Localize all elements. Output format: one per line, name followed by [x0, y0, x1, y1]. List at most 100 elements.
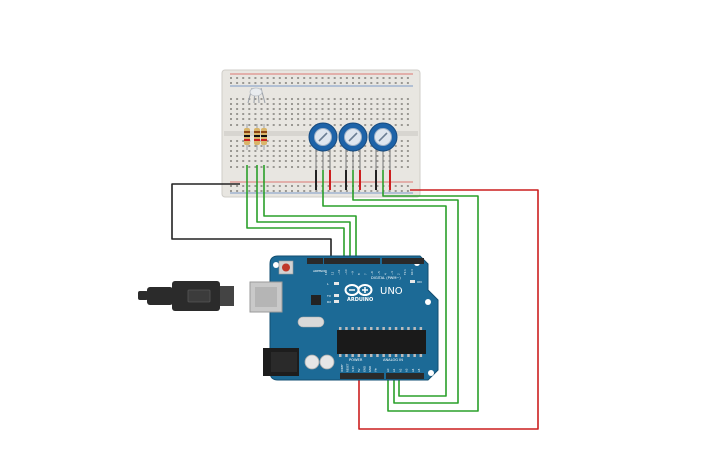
breadboard-hole[interactable] [406, 124, 409, 126]
breadboard-hole[interactable] [303, 145, 306, 147]
breadboard-hole[interactable] [248, 108, 251, 110]
breadboard-hole[interactable] [260, 160, 263, 162]
breadboard-hole[interactable] [242, 77, 245, 79]
breadboard-hole[interactable] [266, 124, 269, 126]
breadboard-hole[interactable] [394, 77, 397, 79]
breadboard-hole[interactable] [406, 185, 409, 187]
breadboard-hole[interactable] [339, 82, 342, 84]
breadboard-hole[interactable] [382, 113, 385, 115]
wire-gnd-black[interactable] [171, 183, 332, 258]
breadboard-hole[interactable] [315, 108, 318, 110]
breadboard-hole[interactable] [339, 77, 342, 79]
breadboard-hole[interactable] [327, 98, 330, 100]
breadboard-hole[interactable] [284, 140, 287, 142]
breadboard-hole[interactable] [260, 82, 263, 84]
breadboard-hole[interactable] [266, 160, 269, 162]
breadboard-hole[interactable] [278, 145, 281, 147]
breadboard-hole[interactable] [297, 118, 300, 120]
breadboard-hole[interactable] [352, 98, 354, 100]
breadboard-hole[interactable] [394, 98, 397, 100]
breadboard-hole[interactable] [339, 185, 342, 187]
breadboard-hole[interactable] [284, 82, 287, 84]
breadboard-hole[interactable] [358, 98, 361, 100]
breadboard-hole[interactable] [248, 77, 251, 79]
breadboard-hole[interactable] [297, 160, 300, 162]
breadboard-hole[interactable] [370, 185, 373, 187]
breadboard-hole[interactable] [248, 124, 251, 126]
breadboard-hole[interactable] [254, 124, 257, 126]
breadboard-hole[interactable] [364, 155, 367, 157]
breadboard-hole[interactable] [260, 118, 263, 120]
breadboard-hole[interactable] [406, 113, 409, 115]
breadboard-hole[interactable] [309, 124, 312, 126]
breadboard-hole[interactable] [248, 145, 251, 147]
breadboard-hole[interactable] [297, 124, 300, 126]
breadboard-hole[interactable] [297, 190, 300, 192]
breadboard-hole[interactable] [333, 103, 336, 105]
breadboard-hole[interactable] [358, 166, 361, 168]
breadboard-hole[interactable] [358, 160, 361, 162]
breadboard-hole[interactable] [358, 113, 361, 115]
breadboard-hole[interactable] [260, 113, 263, 115]
breadboard-hole[interactable] [236, 155, 239, 157]
breadboard-hole[interactable] [297, 155, 300, 157]
breadboard-hole[interactable] [388, 118, 391, 120]
breadboard-hole[interactable] [242, 103, 245, 105]
breadboard-hole[interactable] [376, 77, 379, 79]
breadboard-hole[interactable] [291, 140, 293, 142]
breadboard-hole[interactable] [297, 145, 300, 147]
breadboard-hole[interactable] [236, 98, 239, 100]
breadboard-hole[interactable] [333, 155, 336, 157]
breadboard-hole[interactable] [297, 103, 300, 105]
breadboard-hole[interactable] [345, 113, 348, 115]
breadboard-hole[interactable] [272, 166, 275, 168]
breadboard-hole[interactable] [297, 140, 300, 142]
breadboard-hole[interactable] [321, 118, 324, 120]
breadboard-hole[interactable] [278, 113, 281, 115]
breadboard-hole[interactable] [345, 82, 348, 84]
wire-5v-red[interactable] [358, 189, 539, 430]
resistor-2[interactable] [254, 124, 260, 150]
breadboard-hole[interactable] [370, 108, 373, 110]
breadboard-hole[interactable] [236, 113, 239, 115]
breadboard-hole[interactable] [345, 166, 348, 168]
breadboard-hole[interactable] [406, 108, 409, 110]
breadboard-hole[interactable] [400, 118, 403, 120]
breadboard-hole[interactable] [400, 77, 403, 79]
breadboard-hole[interactable] [260, 124, 263, 126]
breadboard-hole[interactable] [291, 185, 293, 187]
breadboard-hole[interactable] [327, 190, 330, 192]
wire-led-green-channel[interactable] [256, 165, 351, 260]
breadboard-hole[interactable] [376, 185, 379, 187]
breadboard-hole[interactable] [345, 77, 348, 79]
breadboard-hole[interactable] [364, 124, 367, 126]
breadboard-hole[interactable] [376, 103, 379, 105]
breadboard-hole[interactable] [406, 155, 409, 157]
breadboard-hole[interactable] [242, 160, 245, 162]
breadboard-hole[interactable] [364, 160, 367, 162]
breadboard-hole[interactable] [236, 150, 239, 152]
breadboard-hole[interactable] [248, 103, 251, 105]
breadboard-hole[interactable] [248, 82, 251, 84]
breadboard-hole[interactable] [297, 82, 300, 84]
breadboard-hole[interactable] [303, 103, 306, 105]
arduino-uno-board[interactable]: ARDUINO UNO DIGITAL (PWM~) POWER ANALOG … [249, 255, 439, 381]
breadboard-hole[interactable] [254, 185, 257, 187]
breadboard-hole[interactable] [309, 160, 312, 162]
breadboard-hole[interactable] [321, 113, 324, 115]
breadboard-hole[interactable] [291, 155, 293, 157]
breadboard-hole[interactable] [278, 166, 281, 168]
breadboard-hole[interactable] [364, 113, 367, 115]
breadboard-hole[interactable] [339, 124, 342, 126]
breadboard-hole[interactable] [358, 190, 361, 192]
breadboard-hole[interactable] [260, 145, 263, 147]
breadboard-hole[interactable] [236, 140, 239, 142]
breadboard-hole[interactable] [278, 160, 281, 162]
breadboard-hole[interactable] [382, 77, 385, 79]
breadboard-hole[interactable] [230, 124, 232, 126]
breadboard-hole[interactable] [370, 155, 373, 157]
rgb-led-icon[interactable] [247, 87, 266, 104]
breadboard-hole[interactable] [278, 140, 281, 142]
breadboard-hole[interactable] [266, 166, 269, 168]
breadboard-hole[interactable] [358, 103, 361, 105]
